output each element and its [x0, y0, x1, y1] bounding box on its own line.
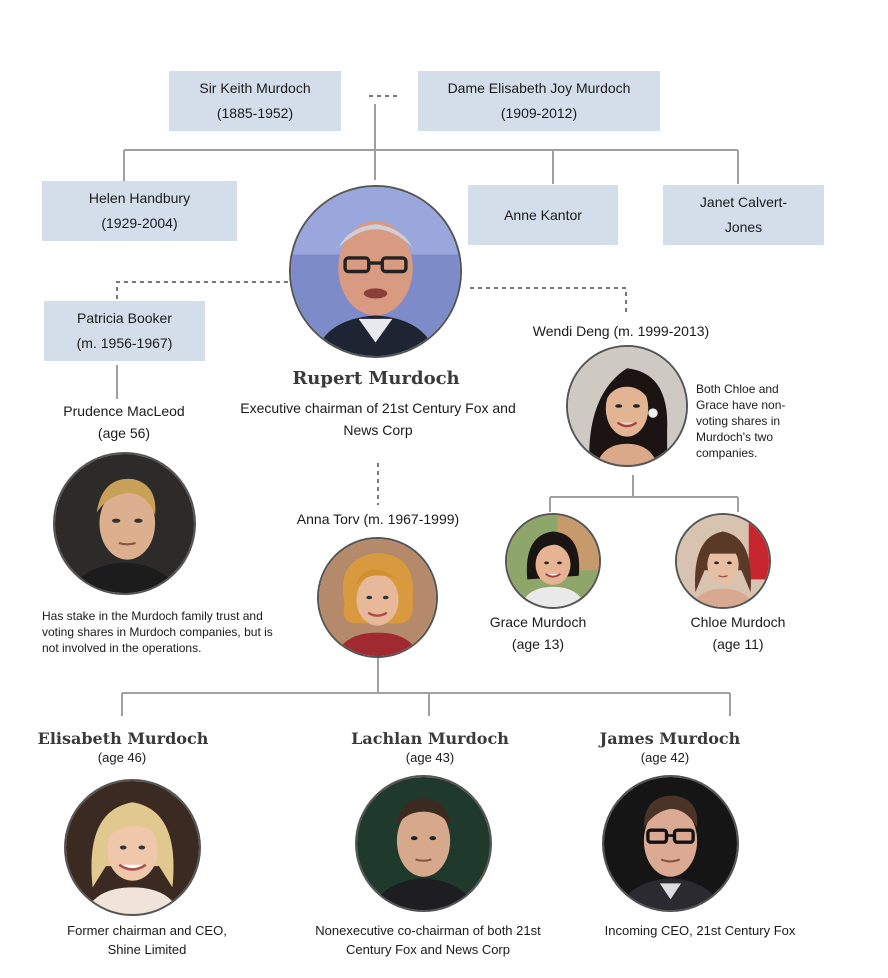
elisabeth-photo	[64, 779, 201, 916]
chloe-name: Chloe Murdoch	[690, 614, 786, 630]
wendi-photo	[566, 345, 688, 467]
elisabeth-age: (age 46)	[97, 750, 147, 765]
sibling-helen-name: Helen Handbury	[88, 190, 191, 206]
elisabeth-role: Former chairman and CEO, Shine Limited	[32, 921, 262, 959]
rupert-photo	[289, 185, 462, 358]
grace-photo	[505, 513, 601, 609]
sibling-janet-name-line1: Janet Calvert-	[699, 194, 788, 210]
chloe-photo	[675, 513, 771, 609]
prudence-age: (age 56)	[97, 425, 151, 441]
wendi-note-line2: Grace have non-	[696, 398, 786, 412]
lachlan-role-line2: Century Fox and News Corp	[345, 942, 510, 957]
james-photo	[602, 775, 739, 912]
patricia-box: Patricia Booker (m. 1956-1967)	[44, 301, 205, 361]
grace-name: Grace Murdoch	[489, 614, 587, 630]
sibling-anne-box: Anne Kantor	[468, 185, 618, 245]
lachlan-role: Nonexecutive co-chairman of both 21st Ce…	[276, 921, 580, 959]
prudence-note: Has stake in the Murdoch family trust an…	[42, 608, 302, 656]
rupert-role-line2: News Corp	[343, 422, 413, 438]
sibling-helen-box: Helen Handbury (1929-2004)	[42, 181, 237, 241]
sibling-helen-years: (1929-2004)	[101, 215, 178, 231]
chloe-age: (age 11)	[712, 636, 764, 652]
elisabeth-role-line2: Shine Limited	[107, 942, 187, 957]
father-box: Sir Keith Murdoch (1885-1952)	[169, 71, 341, 131]
elisabeth-role-line1: Former chairman and CEO,	[67, 923, 227, 938]
rupert-name: Rupert Murdoch	[292, 368, 460, 389]
rupert-role-line1: Executive chairman of 21st Century Fox a…	[240, 400, 516, 416]
james-role: Incoming CEO, 21st Century Fox	[570, 921, 830, 940]
sibling-anne-name: Anne Kantor	[504, 206, 582, 223]
prudence-note-line3: not involved in the operations.	[42, 641, 202, 655]
prudence-name: Prudence MacLeod	[63, 403, 185, 419]
james-name: James Murdoch	[599, 729, 741, 748]
lachlan-photo	[355, 775, 492, 912]
prudence-photo	[53, 452, 196, 595]
wendi-note: Both Chloe and Grace have non- voting sh…	[696, 381, 806, 461]
elisabeth-name: Elisabeth Murdoch	[37, 729, 209, 748]
anna-label: Anna Torv (m. 1967-1999)	[296, 511, 460, 527]
prudence-note-line1: Has stake in the Murdoch family trust an…	[42, 609, 263, 623]
prudence-note-line2: voting shares in Murdoch companies, but …	[42, 625, 273, 639]
mother-box: Dame Elisabeth Joy Murdoch (1909-2012)	[418, 71, 660, 131]
prudence-label: Prudence MacLeod (age 56)	[44, 400, 204, 444]
sibling-janet-name-line2: Jones	[724, 219, 763, 235]
james-age: (age 42)	[640, 750, 690, 765]
chloe-label: Chloe Murdoch (age 11)	[668, 611, 808, 655]
rupert-role: Executive chairman of 21st Century Fox a…	[220, 397, 536, 441]
lachlan-name: Lachlan Murdoch	[351, 729, 509, 748]
wendi-note-line5: companies.	[696, 446, 758, 460]
wendi-note-line3: voting shares in	[696, 414, 781, 428]
james-role-line1: Incoming CEO, 21st Century Fox	[604, 923, 796, 938]
father-years: (1885-1952)	[216, 105, 294, 121]
grace-label: Grace Murdoch (age 13)	[468, 611, 608, 655]
patricia-years: (m. 1956-1967)	[76, 335, 173, 351]
mother-years: (1909-2012)	[500, 105, 578, 121]
anna-photo	[317, 537, 438, 658]
lachlan-role-line1: Nonexecutive co-chairman of both 21st	[315, 923, 541, 938]
lachlan-age: (age 43)	[405, 750, 455, 765]
wendi-note-line4: Murdoch's two	[696, 430, 773, 444]
wendi-note-line1: Both Chloe and	[696, 382, 779, 396]
patricia-name: Patricia Booker	[77, 310, 172, 326]
mother-name: Dame Elisabeth Joy Murdoch	[447, 80, 631, 96]
sibling-janet-box: Janet Calvert- Jones	[663, 185, 824, 245]
father-name: Sir Keith Murdoch	[199, 80, 311, 96]
grace-age: (age 13)	[511, 636, 565, 652]
wendi-label: Wendi Deng (m. 1999-2013)	[532, 323, 710, 339]
